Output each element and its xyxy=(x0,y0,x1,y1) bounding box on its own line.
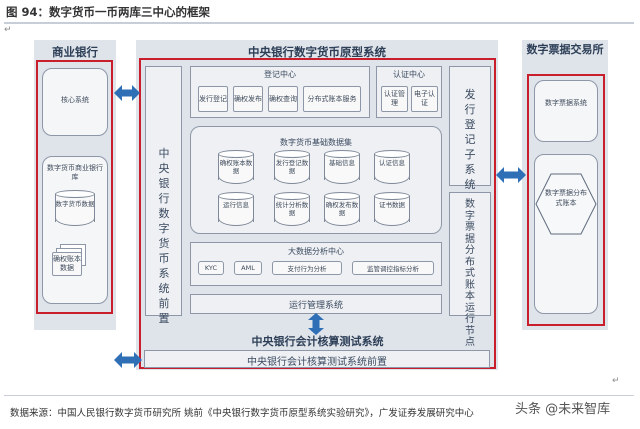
central-front-system-box xyxy=(145,66,182,316)
auth-item-manage: 认证管理 xyxy=(381,86,408,112)
double-arrow-icon xyxy=(114,85,140,101)
base-data-cylinder: 确权账本数据 xyxy=(218,150,254,184)
registry-item-ledger-service: 分布式账本服务 xyxy=(303,86,361,112)
base-data-cylinder: 证书数据 xyxy=(374,192,410,226)
base-data-cylinder: 运行信息 xyxy=(218,192,254,226)
ticket-system-box xyxy=(534,80,598,142)
base-data-set-header: 数字货币基础数据集 xyxy=(280,138,352,147)
central-red-frame xyxy=(139,58,496,369)
registry-center-header: 登记中心 xyxy=(264,70,296,79)
exchange-red-frame xyxy=(527,74,605,326)
base-data-cylinder: 基础信息 xyxy=(324,150,360,184)
core-system-label: 核心系统 xyxy=(61,96,89,104)
exchange-ledger-label: 数字票据分布式账本 xyxy=(545,189,587,207)
big-data-item-aml: AML xyxy=(234,261,262,275)
paragraph-mark: ↵ xyxy=(4,25,12,35)
exchange-header: 数字票据交易所 xyxy=(526,43,604,56)
registry-dist-node-box xyxy=(449,66,491,186)
figure-title: 图 94：数字货币一币两库三中心的框架 xyxy=(6,5,211,19)
double-arrow-icon xyxy=(114,352,142,368)
double-arrow-icon xyxy=(496,167,526,183)
registry-item-issue: 发行登记 xyxy=(198,86,228,112)
vertical-double-arrow-icon xyxy=(308,313,324,335)
auth-center-header: 认证中心 xyxy=(393,70,425,79)
big-data-item-kyc: KYC xyxy=(198,261,224,275)
ledger-dist-node-box xyxy=(449,192,491,316)
commercial-data-label: 数字货币数据 xyxy=(55,200,95,208)
commercial-treasury-box xyxy=(42,156,108,304)
big-data-center-header: 大数据分析中心 xyxy=(288,247,344,256)
ticket-system-label: 数字票据系统 xyxy=(545,99,587,107)
registry-item-publish: 确权发布 xyxy=(233,86,263,112)
base-data-cylinder: 发行登记数据 xyxy=(274,150,310,184)
auth-item-ecert: 电子认证 xyxy=(411,86,438,112)
watermark: 头条 @未来智库 xyxy=(515,402,611,417)
ops-management-label: 运行管理系统 xyxy=(288,301,343,311)
commercial-bank-header: 商业银行 xyxy=(52,45,98,59)
title-divider xyxy=(4,22,634,24)
source-footnote: 数据来源：中国人民银行数字货币研究所 姚前《中央银行数字货币原型系统实验研究》，… xyxy=(10,408,474,419)
commercial-bank-red-frame xyxy=(36,60,113,314)
accounting-front-box xyxy=(144,350,490,368)
base-data-cylinder: 确权发布数据 xyxy=(324,192,360,226)
ledger-dist-node-label: 数字票据分布式账本运行节点 xyxy=(465,199,475,348)
central-front-system-label: 中央银行数字货币系统前置 xyxy=(158,147,170,325)
big-data-item-regulation: 监管调控指标分析 xyxy=(352,261,434,275)
base-data-cylinder: 认证信息 xyxy=(374,150,410,184)
commercial-treasury-label: 数字货币商业银行库 xyxy=(47,164,103,181)
big-data-item-payment: 支付行为分析 xyxy=(272,261,342,275)
exchange-ledger-hexagon xyxy=(535,173,597,235)
commercial-data-cylinder: 数字货币数据 xyxy=(55,190,95,226)
footer-divider xyxy=(4,395,634,396)
paragraph-mark: ↵ xyxy=(612,376,620,386)
commercial-ledger-doc: 确权账本数据 xyxy=(52,252,82,276)
central-prototype-header: 中央银行数字货币原型系统 xyxy=(248,45,386,59)
base-data-cylinder: 统计分析数据 xyxy=(274,192,310,226)
core-system-box xyxy=(42,68,108,136)
accounting-test-header: 中央银行会计核算测试系统 xyxy=(251,335,384,348)
accounting-front-label: 中央银行会计核算测试系统前置 xyxy=(247,357,387,368)
registry-item-query: 确权查询 xyxy=(268,86,298,112)
